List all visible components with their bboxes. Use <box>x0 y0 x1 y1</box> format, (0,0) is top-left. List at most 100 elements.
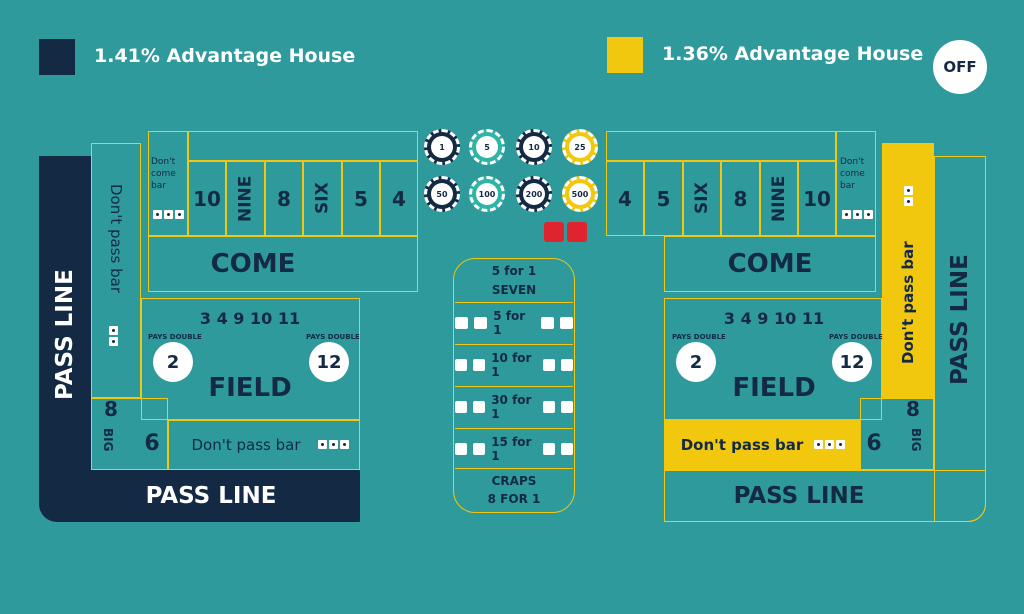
left-pass-line-label: PASS LINE <box>145 483 277 509</box>
right-pass-line-vertical-label: PASS LINE <box>947 254 973 386</box>
right-dont-pass-dice-h-icon <box>814 440 845 449</box>
left-big-6-label: 6 <box>144 430 160 456</box>
right-number-8[interactable] <box>721 161 760 236</box>
right-dont-pass-bar-vertical[interactable] <box>882 143 934 398</box>
prop-bet-row[interactable]: 10 for 1 <box>455 344 573 385</box>
right-dont-come-dice-icon <box>842 210 873 219</box>
left-dont-come-dice-icon <box>153 210 184 219</box>
right-number-6-label: SIX <box>692 182 712 215</box>
right-field-2: 2 <box>676 342 716 382</box>
craps-area[interactable] <box>455 468 573 469</box>
chip-25[interactable]: 25 <box>562 129 598 165</box>
left-dont-pass-bar-vertical[interactable] <box>91 143 141 398</box>
left-dont-pass-dice-icon <box>109 326 118 346</box>
right-number-9-label: NINE <box>769 175 789 222</box>
left-number-4-label: 4 <box>392 186 406 211</box>
left-big-6-8[interactable] <box>91 398 168 470</box>
left-number-9[interactable] <box>226 161 265 236</box>
right-dont-pass-bar-label: Don't pass bar <box>680 436 804 454</box>
left-big-letters: BIG <box>101 428 115 452</box>
left-pays-double-low: PAYS DOUBLE <box>148 333 202 341</box>
right-dont-pass-bar-vertical-label: Don't pass bar <box>899 241 917 365</box>
right-big-6-8[interactable] <box>860 398 934 470</box>
left-field-label: FIELD <box>208 373 292 403</box>
craps-payout: 8 FOR 1 <box>487 492 541 506</box>
right-pays-double-high: PAYS DOUBLE <box>829 333 883 341</box>
right-dont-pass-dice-icon <box>904 186 913 206</box>
left-dont-come-bar[interactable] <box>148 131 188 236</box>
right-pass-line-label: PASS LINE <box>733 483 865 509</box>
left-dont-come-bar-label: Don't come bar <box>151 157 176 191</box>
left-number-6-label: SIX <box>312 182 333 215</box>
left-pass-line-vertical-label: PASS LINE <box>52 269 78 401</box>
right-pays-double-low: PAYS DOUBLE <box>672 333 726 341</box>
right-field-area[interactable] <box>664 298 882 420</box>
left-dont-pass-dice-h-icon <box>318 440 349 449</box>
right-number-8-label: 8 <box>733 186 748 211</box>
left-pass-line-bottom[interactable] <box>91 470 360 522</box>
left-pays-double-high: PAYS DOUBLE <box>306 333 360 341</box>
left-dont-pass-bar-label: Don't pass bar <box>191 436 301 454</box>
left-number-10[interactable] <box>188 161 226 236</box>
right-number-10-label: 10 <box>803 186 831 211</box>
right-come-label: COME <box>727 249 813 279</box>
right-pass-line-bottom[interactable] <box>664 470 986 522</box>
chip-100[interactable]: 100 <box>469 176 505 212</box>
right-field-label: FIELD <box>732 373 816 403</box>
chip-10[interactable]: 10 <box>516 129 552 165</box>
left-number-5[interactable] <box>342 161 380 236</box>
left-come-area[interactable] <box>148 236 418 292</box>
legend-swatch-yellow <box>607 37 643 73</box>
right-dont-come-bar-label: Don't come bar <box>840 157 865 191</box>
chip-200[interactable]: 200 <box>516 176 552 212</box>
prop-bet-row[interactable]: 15 for 1 <box>455 428 573 469</box>
prop-bet-row[interactable]: 30 for 1 <box>455 386 573 427</box>
left-dont-pass-bar[interactable] <box>168 420 360 470</box>
right-number-9[interactable] <box>760 161 798 236</box>
chip-1[interactable]: 1 <box>424 129 460 165</box>
right-number-4-label: 4 <box>618 186 632 211</box>
right-field-numbers: 3 4 9 10 11 <box>723 308 825 328</box>
left-pass-line-vertical[interactable] <box>39 156 91 522</box>
left-number-8[interactable] <box>265 161 303 236</box>
right-big-8-label: 8 <box>906 397 920 421</box>
right-number-6[interactable] <box>683 161 721 236</box>
left-number-5-label: 5 <box>354 186 368 211</box>
left-dont-pass-bar-vertical-label: Don't pass bar <box>107 183 125 293</box>
right-big-letters: BIG <box>909 428 923 452</box>
chip-500[interactable]: 500 <box>562 176 598 212</box>
left-come-label: COME <box>210 249 296 279</box>
right-number-5-label: 5 <box>656 186 671 211</box>
legend-swatch-dark <box>39 39 75 75</box>
prop-bet-row[interactable]: 5 for 1 <box>454 302 574 343</box>
left-number-10-label: 10 <box>193 186 221 211</box>
left-field-12: 12 <box>309 342 349 382</box>
craps-label: CRAPS <box>491 474 537 488</box>
chip-5[interactable]: 5 <box>469 129 505 165</box>
right-come-area[interactable] <box>664 236 876 292</box>
left-field-2: 2 <box>153 342 193 382</box>
off-toggle-button[interactable]: OFF <box>933 40 987 94</box>
legend-label-right: 1.36% Advantage House <box>662 43 924 65</box>
right-number-top-strip <box>606 131 836 161</box>
proposition-box <box>453 258 575 513</box>
red-dice-icon <box>544 222 587 242</box>
left-number-4[interactable] <box>380 161 418 236</box>
left-number-6[interactable] <box>303 161 342 236</box>
left-number-8-label: 8 <box>277 186 291 211</box>
left-field-area[interactable] <box>141 298 360 420</box>
legend-label-left: 1.41% Advantage House <box>94 45 356 67</box>
right-big-6-label: 6 <box>866 430 882 456</box>
left-number-9-label: NINE <box>235 175 256 222</box>
right-dont-come-bar[interactable] <box>836 131 876 236</box>
right-number-5[interactable] <box>644 161 683 236</box>
chip-50[interactable]: 50 <box>424 176 460 212</box>
right-field-12: 12 <box>832 342 872 382</box>
right-number-10[interactable] <box>798 161 836 236</box>
left-big-8-label: 8 <box>104 397 118 421</box>
left-number-top-strip <box>188 131 418 161</box>
seven-payout: 5 for 1 <box>491 264 537 278</box>
right-number-4[interactable] <box>606 161 644 236</box>
left-field-numbers: 3 4 9 10 11 <box>199 308 301 328</box>
seven-label: SEVEN <box>491 283 537 297</box>
